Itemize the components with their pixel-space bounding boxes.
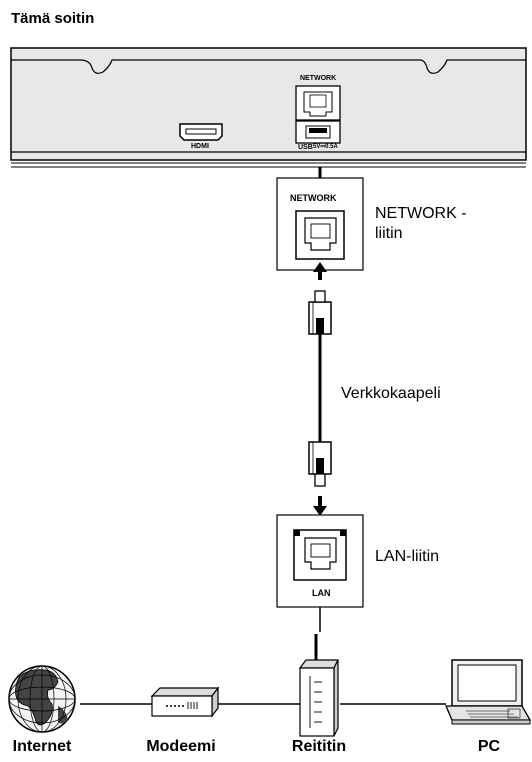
zoom-network-header: NETWORK: [290, 193, 337, 203]
laptop-icon: [445, 659, 532, 725]
network-zoom-box: [276, 177, 364, 271]
cable-caption: Verkkokaapeli: [341, 385, 441, 402]
arrow-up-icon: [313, 262, 327, 280]
player-hdmi-label: HDMI: [191, 143, 209, 150]
player-network-label: NETWORK: [300, 75, 337, 82]
player-usb-port: [295, 120, 341, 144]
router-label: Reititin: [291, 738, 347, 755]
player-usb-label: USB: [298, 144, 313, 151]
network-caption-line2: liitin: [375, 225, 403, 242]
arrow-down-icon: [313, 496, 327, 516]
player-network-port: [295, 85, 341, 121]
internet-label: Internet: [12, 738, 72, 755]
cable-plug-bottom: [308, 441, 332, 487]
zoom-lan-header: LAN: [312, 588, 331, 598]
lan-zoom-box: [276, 514, 364, 608]
player-panel: [10, 47, 527, 168]
hdmi-port: [179, 123, 223, 141]
modem-label: Modeemi: [146, 738, 216, 755]
player-usb-rating: 5V⎓0.5A: [313, 144, 338, 150]
globe-icon: [8, 665, 76, 733]
pc-label: PC: [477, 738, 501, 755]
modem-icon: [150, 686, 220, 718]
router-icon: [298, 634, 339, 737]
network-caption-line1: NETWORK -: [375, 205, 467, 222]
page-title: Tämä soitin: [11, 10, 95, 27]
cable-plug-top: [308, 290, 332, 335]
lan-caption: LAN-liitin: [375, 548, 440, 565]
